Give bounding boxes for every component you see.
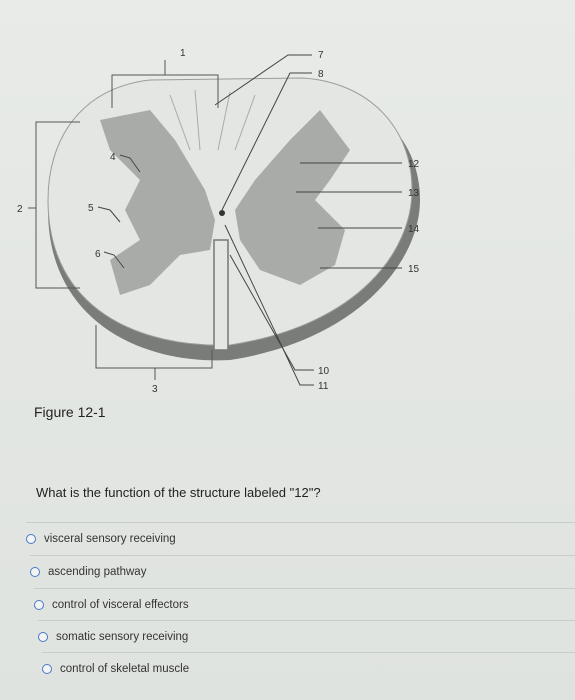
- label-12: 12: [408, 159, 420, 170]
- spinal-cord-diagram: 1 2 3 4 5 6 7 8 10 11 12 13 14 15: [17, 48, 420, 395]
- label-3: 3: [152, 384, 158, 395]
- option-label: somatic sensory receiving: [56, 631, 189, 643]
- option-label: visceral sensory receiving: [44, 533, 176, 545]
- bracket-2: [28, 121, 80, 289]
- option-label: control of visceral effectors: [52, 599, 189, 611]
- option-skeletal-muscle[interactable]: control of skeletal muscle: [42, 652, 575, 685]
- radio-icon[interactable]: [34, 600, 44, 610]
- label-14: 14: [408, 224, 420, 235]
- option-visceral-effectors[interactable]: control of visceral effectors: [34, 588, 575, 621]
- leaders-left: [97, 154, 141, 269]
- label-1: 1: [180, 48, 186, 59]
- leaders-bottom: [224, 224, 314, 386]
- question-text: What is the function of the structure la…: [36, 485, 321, 500]
- dorsal-column-lines: [169, 89, 256, 151]
- label-6: 6: [95, 249, 101, 260]
- radio-icon[interactable]: [38, 632, 48, 642]
- label-2: 2: [17, 204, 23, 215]
- anterior-median-fissure: [213, 239, 229, 351]
- label-11: 11: [318, 381, 329, 392]
- label-10: 10: [318, 366, 330, 377]
- label-7: 7: [318, 50, 324, 61]
- bracket-1: [111, 60, 219, 108]
- option-ascending-pathway[interactable]: ascending pathway: [30, 555, 575, 588]
- gray-matter-right: [235, 110, 350, 285]
- central-canal: [219, 210, 225, 216]
- figure-caption: Figure 12-1: [34, 404, 106, 420]
- label-13: 13: [408, 188, 420, 199]
- option-label: ascending pathway: [48, 566, 147, 578]
- label-15: 15: [408, 264, 420, 275]
- leaders-top: [214, 54, 312, 211]
- option-visceral-sensory[interactable]: visceral sensory receiving: [26, 522, 575, 555]
- option-label: control of skeletal muscle: [60, 663, 190, 675]
- radio-icon[interactable]: [42, 664, 52, 674]
- label-8: 8: [318, 69, 324, 80]
- bracket-3: [95, 325, 213, 380]
- radio-icon[interactable]: [30, 567, 40, 577]
- leaders-right: [296, 162, 402, 269]
- label-5: 5: [88, 203, 94, 214]
- label-4: 4: [110, 152, 116, 163]
- option-somatic-sensory[interactable]: somatic sensory receiving: [38, 620, 575, 653]
- gray-matter-left: [100, 110, 215, 295]
- radio-icon[interactable]: [26, 534, 36, 544]
